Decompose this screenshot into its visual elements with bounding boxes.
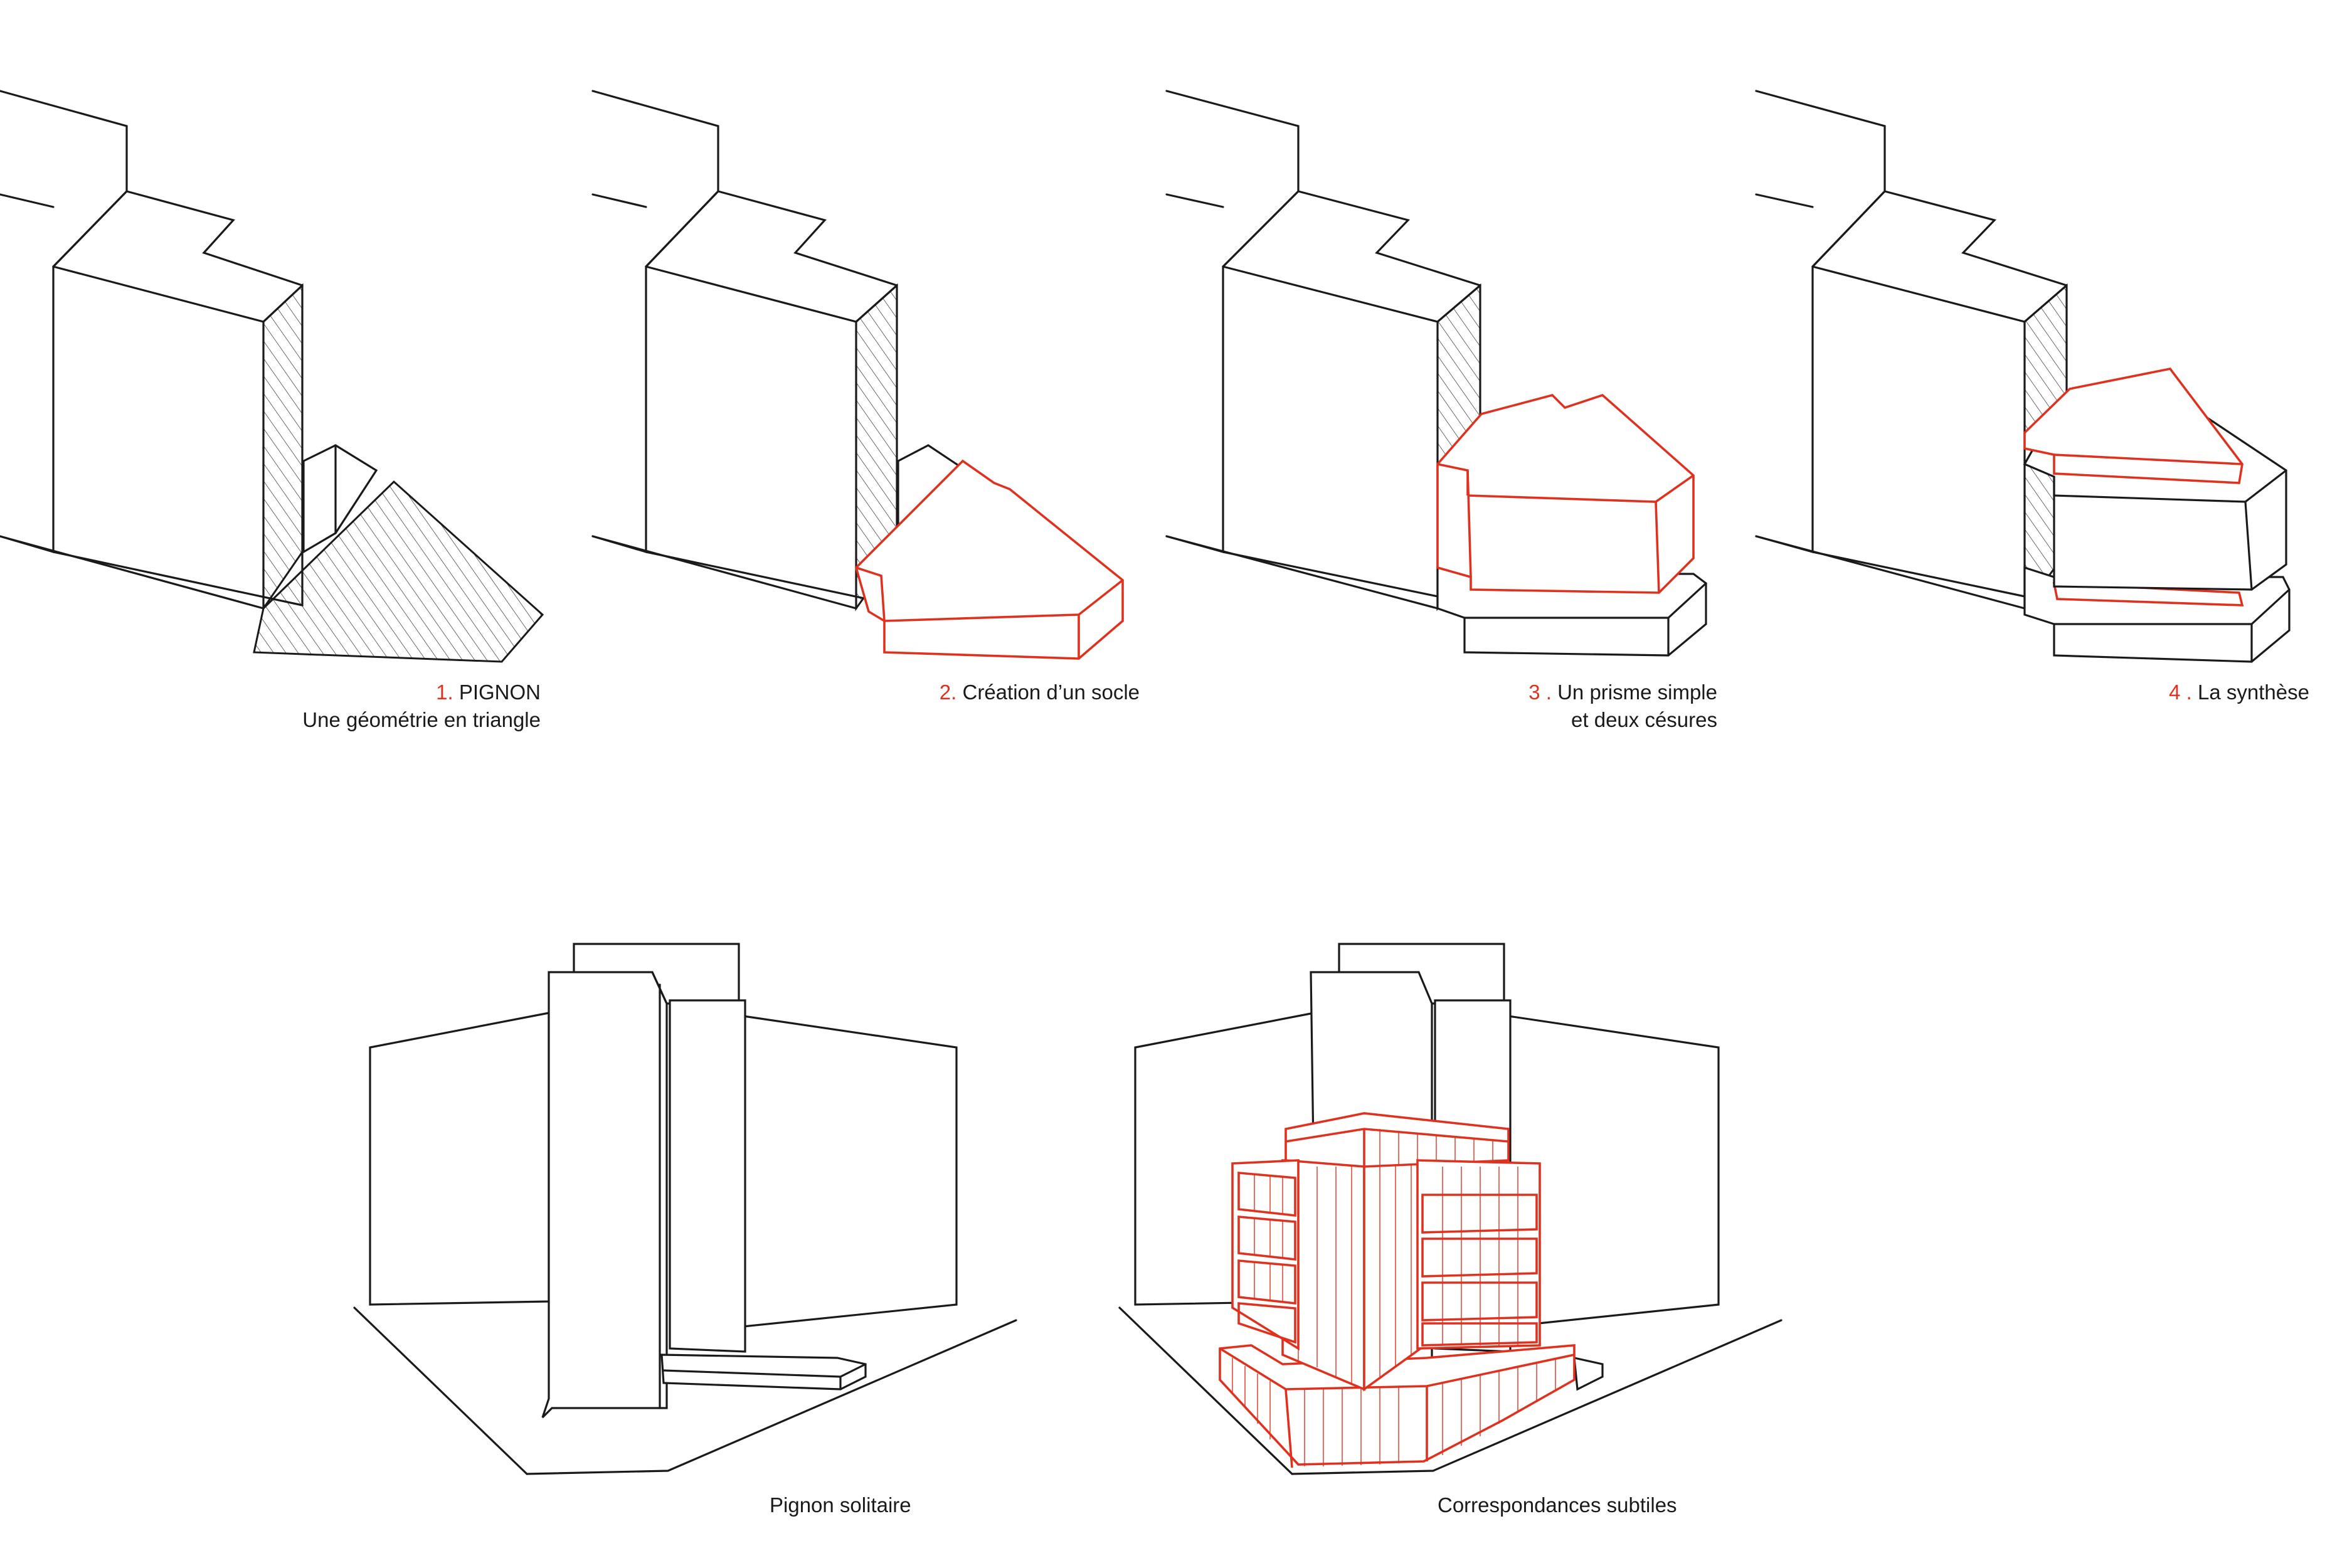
step-4-caption: 4 . La synthèse [1944,679,2309,706]
step-1-caption: 1. PIGNON Une géométrie en triangle [232,679,541,734]
step-3-title-line: 3 . Un prisme simple [1380,679,1717,706]
step-3-subtitle: et deux césures [1571,708,1717,731]
red-building [1219,1112,1576,1468]
step-1-number: 1. [436,681,453,704]
step-2-title-line: 2. Création d’un socle [815,679,1140,706]
step-4-drawing [1755,90,2291,663]
view-pignon-solitaire-drawing [353,943,1017,1475]
step-3-caption: 3 . Un prisme simple et deux césures [1380,679,1717,734]
step-2-number: 2. [939,681,957,704]
step-4-title: La synthèse [2198,681,2309,704]
view-correspondances-drawing [1118,943,1783,1475]
step-3-drawing [1165,90,1707,657]
view-a-caption: Pignon solitaire [770,1493,911,1517]
step-4-number: 4 . [2169,681,2192,704]
step-2-title: Création d’un socle [962,681,1140,704]
step-2-drawing [591,90,1124,660]
step-1-title: PIGNON [458,681,541,704]
view-b-caption: Correspondances subtiles [1438,1493,1677,1517]
step-3-title: Un prisme simple [1557,681,1717,704]
step-1-title-line: 1. PIGNON [232,679,541,706]
step-3-number: 3 . [1528,681,1552,704]
step-1-subtitle: Une géométrie en triangle [302,708,541,731]
step-2-caption: 2. Création d’un socle [815,679,1140,706]
step-4-title-line: 4 . La synthèse [1944,679,2309,706]
step-1-drawing [0,90,544,663]
